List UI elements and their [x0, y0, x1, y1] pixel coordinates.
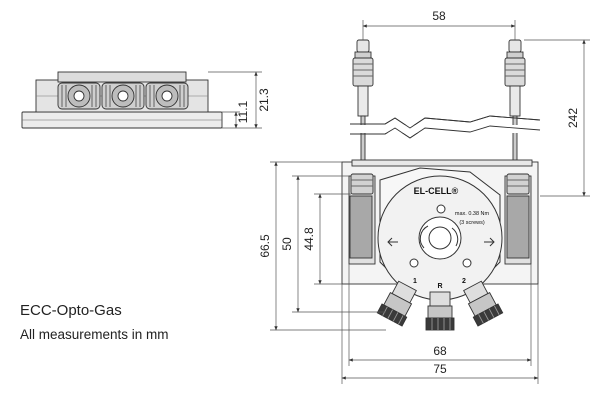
cell-disc [377, 167, 503, 301]
screw-hole-2 [409, 258, 419, 268]
side-view [21, 71, 223, 129]
caption-subtitle: All measurements in mm [20, 327, 169, 342]
gas-tube-right [504, 39, 526, 177]
screw-hole-1 [436, 204, 446, 214]
dim-inner-width: 68 [433, 344, 447, 358]
port-label-2: 2 [462, 278, 466, 285]
screw-hole-3 [462, 258, 472, 268]
dim-side-base: 11.1 [236, 100, 250, 123]
side-view-connector-2 [101, 82, 145, 110]
cell-torque-label: max. 0.38 Nm [455, 211, 490, 217]
connector-1 [376, 280, 417, 327]
connector-r [425, 291, 455, 331]
side-view-connector-3 [145, 82, 189, 110]
side-view-dimensions [208, 71, 262, 129]
cell-brand-logo: EL-CELL® [414, 186, 459, 196]
gas-tube-left [352, 39, 374, 177]
caption-title: ECC-Opto-Gas [20, 302, 122, 319]
port-label-1: 1 [413, 278, 417, 285]
cell-screws-label: (3 screws) [459, 220, 485, 226]
dim-inner-height: 44.8 [302, 227, 316, 251]
connector-2 [463, 280, 504, 327]
dim-side-height: 21.3 [257, 88, 271, 112]
dim-mid-height: 50 [280, 237, 294, 251]
port-label-r: R [437, 283, 442, 290]
side-view-connector-1 [57, 82, 101, 110]
dim-tube-height: 242 [566, 108, 580, 128]
dim-total-width: 75 [433, 362, 447, 376]
dim-total-height: 66.5 [258, 234, 272, 258]
dim-top-width: 58 [432, 9, 446, 23]
front-view-dimension-lines [270, 20, 590, 384]
